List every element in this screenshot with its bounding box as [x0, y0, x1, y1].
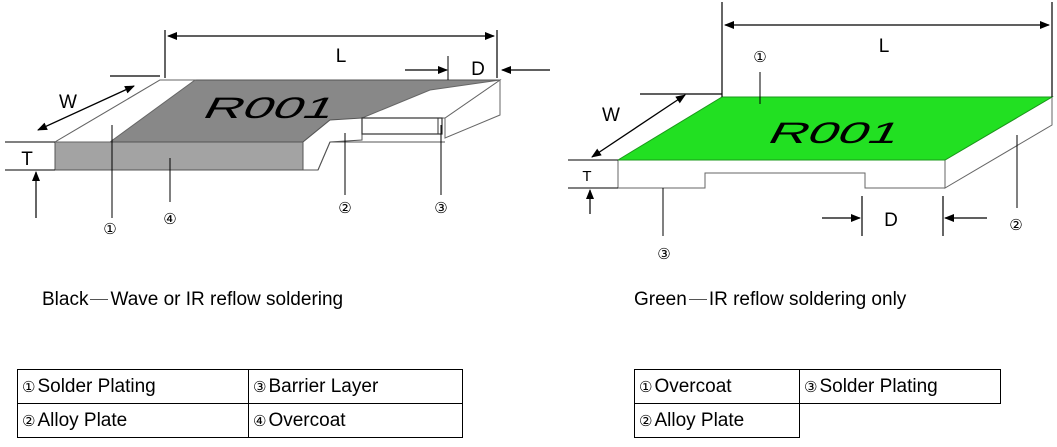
legend-label: Overcoat	[268, 409, 346, 431]
left-caption-text: Wave or IR reflow soldering	[110, 289, 344, 310]
left-T-label: T	[21, 149, 33, 170]
right-front-face	[617, 159, 946, 189]
left-callout-1: ①	[103, 221, 116, 238]
left-barrier-layer	[361, 117, 443, 135]
right-W-arrow	[591, 94, 686, 158]
legend-num: ③	[804, 377, 818, 396]
left-callout-3: ③	[434, 200, 447, 217]
right-caption-text: IR reflow soldering only	[708, 289, 907, 310]
left-step-edge	[317, 141, 331, 171]
legend-num: ①	[639, 377, 653, 396]
right-resistor: R001	[616, 96, 1054, 189]
legend-label: Overcoat	[654, 375, 732, 397]
right-caption-name: Green	[634, 289, 687, 310]
right-callout-1: ①	[753, 49, 766, 66]
legend-label: Solder Plating	[819, 375, 938, 397]
right-T-label: T	[582, 168, 591, 185]
legend-empty-cell	[800, 404, 1001, 438]
left-callout-4: ④	[163, 211, 176, 228]
legend-num: ④	[253, 411, 267, 430]
left-L-label: L	[336, 46, 347, 67]
left-marking: R001	[197, 91, 344, 125]
left-front-face	[54, 141, 304, 171]
left-caption-name: Black	[42, 289, 89, 310]
legend-label: Alloy Plate	[37, 409, 128, 431]
left-W-label: W	[59, 92, 77, 113]
right-D-label: D	[884, 210, 898, 231]
left-caption: Black Wave or IR reflow soldering	[42, 289, 343, 311]
legend-num: ②	[22, 411, 36, 430]
legend-label: Barrier Layer	[268, 375, 379, 397]
right-callout-3: ③	[657, 246, 670, 263]
left-D-label: D	[471, 59, 485, 80]
right-L-label: L	[879, 36, 890, 57]
right-caption: Green IR reflow soldering only	[634, 289, 906, 311]
left-resistor: R001	[53, 79, 502, 171]
right-callout-2: ②	[1009, 217, 1022, 234]
right-marking: R001	[762, 116, 909, 150]
left-W-arrow	[37, 85, 135, 131]
legend-num: ③	[253, 377, 267, 396]
left-callout-2: ②	[338, 200, 351, 217]
legend-label: Alloy Plate	[654, 409, 745, 431]
right-caption-dash	[688, 299, 707, 301]
legend-num: ②	[639, 411, 653, 430]
left-solder-plating-right-top	[361, 79, 501, 119]
right-W-label: W	[602, 105, 620, 126]
left-alloy-step	[302, 117, 363, 171]
legend-label: Solder Plating	[37, 375, 156, 397]
legend-num: ①	[22, 377, 36, 396]
left-caption-dash	[90, 299, 109, 301]
